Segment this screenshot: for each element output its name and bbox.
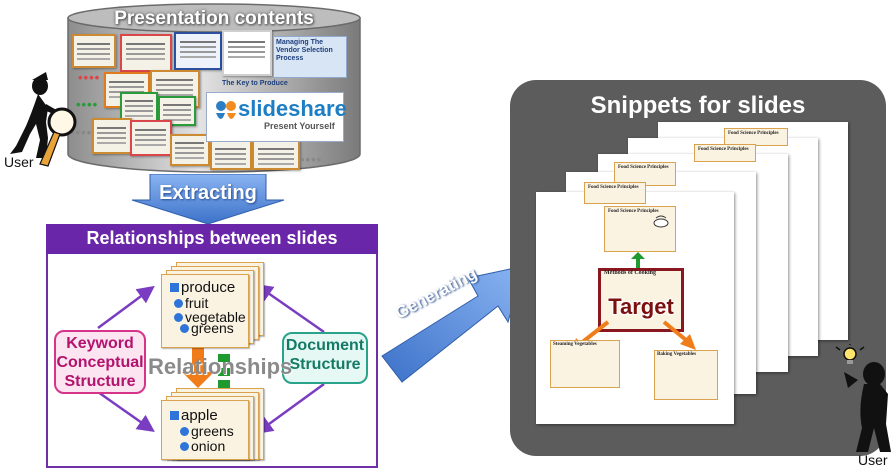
keyword-onion: onion — [191, 438, 226, 454]
document-structure-box: Document Structure — [282, 332, 368, 384]
slide-thumbnail — [252, 140, 300, 170]
keyword-produce: produce — [181, 279, 236, 296]
user-label-left: User — [4, 154, 34, 170]
key-slide-title: The Key to Produce — [222, 80, 288, 87]
slide-thumbnail — [92, 118, 132, 154]
snippet-slide-steaming — [550, 340, 620, 388]
bullet-circle — [180, 324, 189, 333]
snippet-slide — [694, 144, 756, 162]
more-dots: •••• — [76, 97, 99, 112]
keyword-apple: apple — [181, 407, 218, 424]
more-dots: •••• — [300, 152, 323, 167]
snippet-green-arrow — [631, 252, 645, 268]
snippet-slide-title: Food Science Principles — [698, 147, 749, 152]
keyword-fruit: fruit — [185, 295, 209, 311]
extracting-label: Extracting — [159, 182, 257, 204]
keyword-vegetable: vegetable — [185, 309, 246, 325]
vendor-slide-thumbnail — [273, 36, 347, 78]
slideshare-tagline: Present Yourself — [264, 121, 335, 131]
snippet-slide-title: Food Science Principles — [588, 185, 639, 190]
more-dots: •••• — [78, 70, 101, 85]
user-with-magnifier-icon — [10, 72, 77, 167]
snippet-slide-baking — [654, 350, 718, 400]
extracting-arrow — [131, 174, 285, 225]
vendor-slide-title: Managing The Vendor Selection Process — [276, 39, 333, 62]
cooking-pot-icon — [653, 215, 669, 228]
target-slide — [598, 268, 684, 332]
keyword-greens-bottom: greens — [191, 423, 234, 439]
document-box-line-2: Structure — [289, 356, 361, 373]
slide-thumbnail — [130, 120, 172, 156]
bullet-circle — [174, 299, 183, 308]
slide-stack-card — [161, 274, 249, 348]
slide-stack-card — [161, 400, 249, 460]
bullet-square — [170, 283, 179, 292]
slide-thumbnail — [170, 134, 210, 166]
keyword-greens: greens — [191, 320, 234, 336]
slide-thumbnail — [210, 140, 252, 170]
keyword-conceptual-structure-box: Keyword Conceptual Structure — [54, 330, 146, 394]
target-slide-title: Methods of Cooking — [604, 270, 657, 276]
relationships-arrows — [97, 283, 325, 435]
bullet-square — [170, 411, 179, 420]
snippet-slide-title: Food Science Principles — [728, 131, 779, 136]
slideshare-logo: slideshare — [238, 96, 347, 121]
relationships-center-label: Relationships — [148, 354, 293, 379]
relationships-header — [46, 224, 378, 254]
bullet-circle — [174, 313, 183, 322]
keyword-box-line-1: Keyword — [66, 335, 134, 352]
bullet-circle — [180, 442, 189, 451]
user-with-lightbulb-icon — [835, 344, 891, 452]
steaming-slide-title: Steaming Vegetables — [553, 342, 597, 347]
more-dots: •••• — [70, 125, 93, 140]
snippet-slide — [604, 206, 676, 252]
slide-thumbnail — [174, 32, 222, 70]
keyword-box-line-2: Conceptual — [56, 354, 144, 371]
presentation-contents-title: Presentation contents — [114, 8, 314, 29]
target-label: Target — [608, 294, 674, 319]
baking-slide-title: Baking Vegetables — [657, 352, 697, 357]
snippet-slide-title: Food Science Principles — [618, 165, 669, 170]
relationships-title: Relationships between slides — [86, 228, 338, 248]
slide-thumbnail — [120, 34, 172, 72]
bullet-circle — [180, 427, 189, 436]
snippets-title: Snippets for slides — [590, 92, 806, 119]
slideshare-icon — [216, 101, 236, 119]
snippet-slide-title: Food Science Principles — [608, 209, 659, 214]
slide-thumbnail — [222, 30, 272, 76]
keyword-box-line-3: Structure — [64, 373, 136, 390]
user-label-right: User — [858, 452, 888, 468]
snippet-slide — [584, 182, 646, 204]
document-box-line-1: Document — [285, 337, 365, 354]
snippet-slide — [724, 128, 788, 146]
slide-thumbnail — [72, 34, 116, 68]
